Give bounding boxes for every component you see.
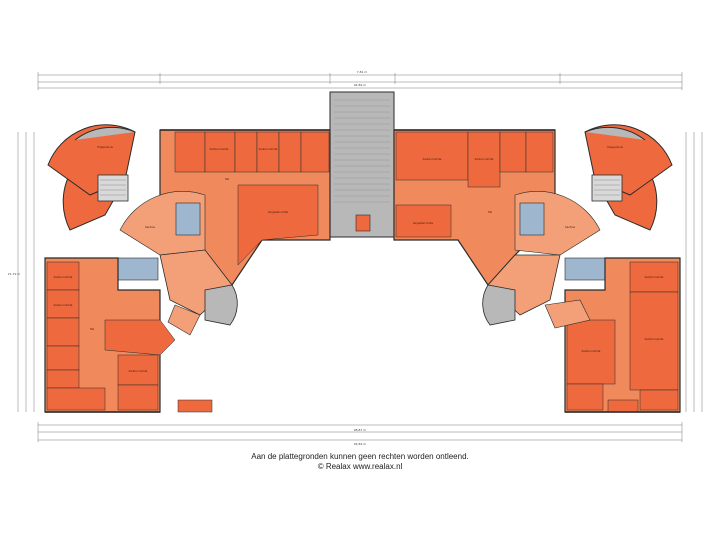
room-label-office-left-4: Kantoorruimte [54, 303, 73, 307]
outer-walls [45, 129, 680, 413]
room-label-office-right-3: Kantoorruimte [645, 275, 664, 279]
room-label-office-right-1: Kantoorruimte [423, 157, 442, 161]
room-label-office-right-5: Kantoorruimte [582, 349, 601, 353]
room-label-stairwell-left: Trappenhuis [97, 145, 113, 149]
room-label-office-left-1: Kantoorruimte [210, 147, 229, 151]
central-atrium [329, 91, 395, 238]
bottom-total-dimension: 98,87 m [354, 428, 367, 432]
top-total-dimension: 94,89 m [354, 83, 367, 87]
room-label-meeting-left: Vergaderruimte [268, 210, 289, 214]
room-label-hall-left: Hal [225, 177, 230, 181]
room-label-canteen-left: Kantine [145, 225, 155, 229]
room-label-stairwell-right: Trappenhuis [607, 145, 623, 149]
side-dimension-lines [17, 132, 703, 412]
disclaimer-text: Aan de plattegronden kunnen geen rechten… [251, 452, 469, 461]
top-dimension-lines [37, 72, 683, 90]
bottom-dimension-lines [37, 422, 683, 442]
room-label-office-right-2: Kantoorruimte [475, 157, 494, 161]
right-wing [393, 124, 681, 413]
room-label-office-right-4: Kantoorruimte [645, 337, 664, 341]
room-label-office-left-5: Kantoorruimte [129, 369, 148, 373]
room-label-office-left-3: Kantoorruimte [54, 275, 73, 279]
room-labels: Kantoorruimte Kantoorruimte Vergaderruim… [54, 145, 664, 373]
room-label-hall-right: Hal [488, 210, 493, 214]
room-label-canteen-right: Kantine [565, 225, 575, 229]
copyright-text: © Realax www.realax.nl [317, 462, 403, 471]
room-label-hall-left-2: Hal [90, 327, 95, 331]
left-wing [44, 124, 331, 413]
left-height-dimension: 21,79 m [8, 272, 21, 276]
bottom-overall-dimension: 94,89 m [354, 442, 367, 446]
room-label-office-left-2: Kantoorruimte [259, 147, 278, 151]
top-center-dimension: 7,81 m [357, 70, 368, 74]
room-label-meeting-right: Vergaderruimte [413, 221, 434, 225]
